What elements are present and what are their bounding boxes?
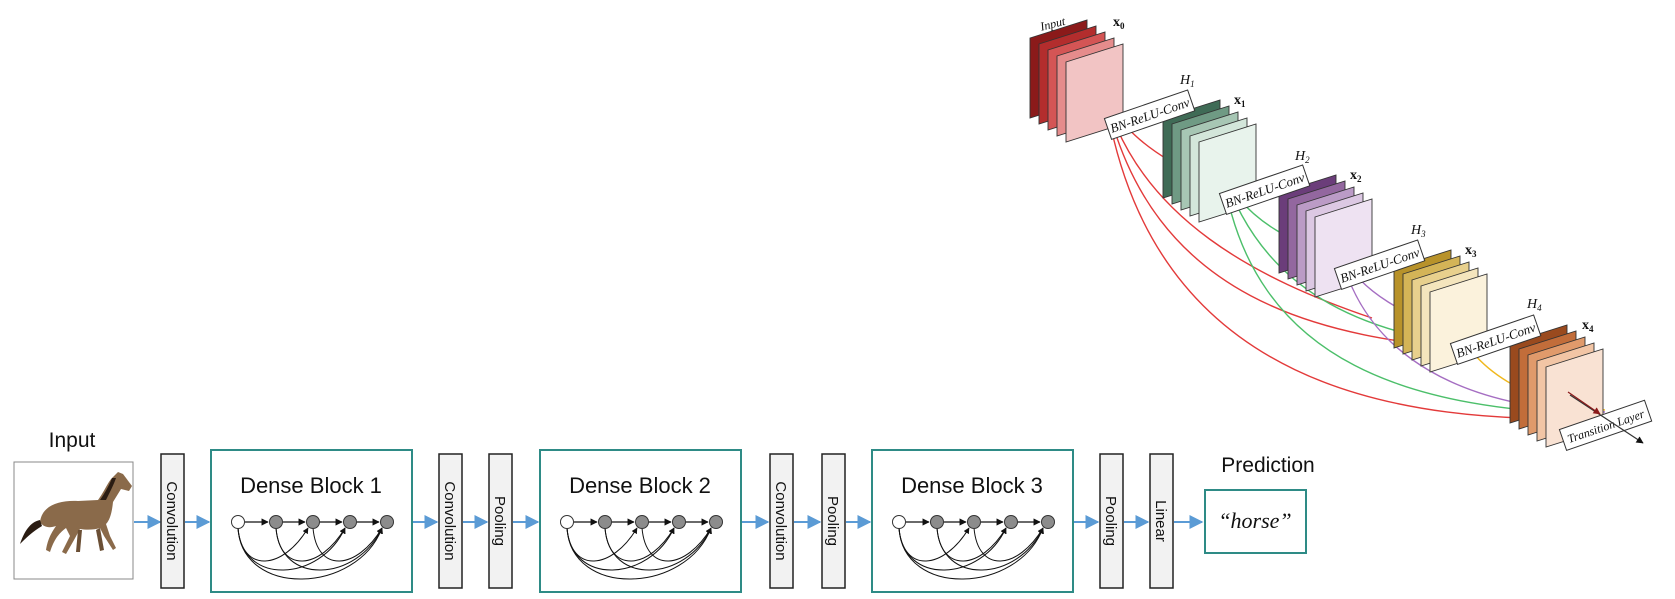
transition-output-arrow — [1569, 394, 1644, 444]
horse-image-icon — [20, 472, 132, 554]
mini-layer-node — [306, 515, 320, 529]
h4-label: H4 — [1526, 297, 1542, 313]
mini-layer-node — [672, 515, 686, 529]
mini-layer-node — [930, 515, 944, 529]
layer-convolution-3: Convolution — [769, 453, 794, 589]
mini-skip-connection — [566, 527, 675, 571]
stack-x0 — [1029, 19, 1124, 143]
mini-layer-node — [343, 515, 357, 529]
mini-skip-connection — [973, 527, 1044, 562]
mini-skip-connection — [604, 527, 712, 571]
layer-pooling-2-label: Pooling — [824, 496, 841, 546]
prediction-label: Prediction — [1221, 454, 1314, 477]
stack-x4-arrow — [1567, 391, 1601, 415]
mini-layer-node — [1041, 515, 1055, 529]
mini-input-node — [231, 515, 245, 529]
mini-layer-node — [598, 515, 612, 529]
mini-input-node — [892, 515, 906, 529]
mini-skip-connection — [312, 527, 383, 562]
stack-x1 — [1162, 99, 1257, 223]
dense-block-3: Dense Block 3 — [871, 449, 1074, 593]
dense-block-1-label: Dense Block 1 — [240, 473, 382, 498]
x4-label: x4 — [1582, 318, 1594, 334]
dense-block-1: Dense Block 1 — [210, 449, 413, 593]
dense-block-2-nodes — [560, 515, 723, 580]
mini-layer-node — [709, 515, 723, 529]
mini-layer-node — [1004, 515, 1018, 529]
layer-convolution-2-label: Convolution — [441, 481, 458, 560]
x2-label: x2 — [1350, 168, 1362, 184]
mini-layer-node — [380, 515, 394, 529]
mini-skip-connection — [898, 527, 1007, 571]
layer-pooling-1: Pooling — [488, 453, 513, 589]
x1-label: x1 — [1234, 93, 1246, 109]
dense-block-2: Dense Block 2 — [539, 449, 742, 593]
layer-convolution-3-label: Convolution — [772, 481, 789, 560]
layer-pooling-2: Pooling — [821, 453, 846, 589]
h3-label: H3 — [1410, 223, 1426, 239]
layer-convolution-1-label: Convolution — [163, 481, 180, 560]
layer-pooling-3: Pooling — [1099, 453, 1124, 589]
h1-label: H1 — [1179, 73, 1195, 89]
stack-x3 — [1393, 249, 1488, 373]
input-label: Input — [49, 429, 96, 452]
mini-input-node — [560, 515, 574, 529]
layer-convolution-1: Convolution — [160, 453, 185, 589]
dense-block-1-nodes — [231, 515, 394, 580]
mini-skip-connection — [237, 527, 383, 580]
mini-skip-connection — [641, 527, 712, 562]
dense-block-detail: BN-ReLU-Conv BN-ReLU-Conv BN-ReLU-Conv B… — [1029, 14, 1653, 452]
input-image — [13, 461, 134, 580]
mini-skip-connection — [237, 527, 346, 571]
dense-block-3-label: Dense Block 3 — [901, 473, 1043, 498]
layer-convolution-2: Convolution — [438, 453, 463, 589]
mini-skip-connection — [566, 527, 712, 580]
mini-layer-node — [635, 515, 649, 529]
mini-layer-node — [967, 515, 981, 529]
layer-linear-label: Linear — [1152, 500, 1169, 542]
mini-skip-connection — [898, 527, 1044, 580]
pipeline: Input Convolution Dense Block 1 — [13, 429, 1315, 593]
dense-block-2-label: Dense Block 2 — [569, 473, 711, 498]
mini-skip-connection — [936, 527, 1044, 571]
x3-label: x3 — [1465, 243, 1477, 259]
prediction-value: “horse” — [1218, 508, 1291, 533]
layer-pooling-3-label: Pooling — [1102, 496, 1119, 546]
prediction-box: “horse” — [1204, 489, 1307, 554]
mini-layer-node — [269, 515, 283, 529]
mini-skip-connection — [275, 527, 383, 571]
layer-pooling-1-label: Pooling — [491, 496, 508, 546]
detail-input-label: Input — [1038, 14, 1068, 34]
h2-label: H2 — [1294, 149, 1310, 165]
feature-map-stacks — [1029, 19, 1604, 448]
stack-x4 — [1509, 324, 1604, 448]
layer-linear: Linear — [1149, 453, 1174, 589]
x0-label: x0 — [1113, 15, 1125, 31]
dense-block-3-nodes — [892, 515, 1055, 580]
